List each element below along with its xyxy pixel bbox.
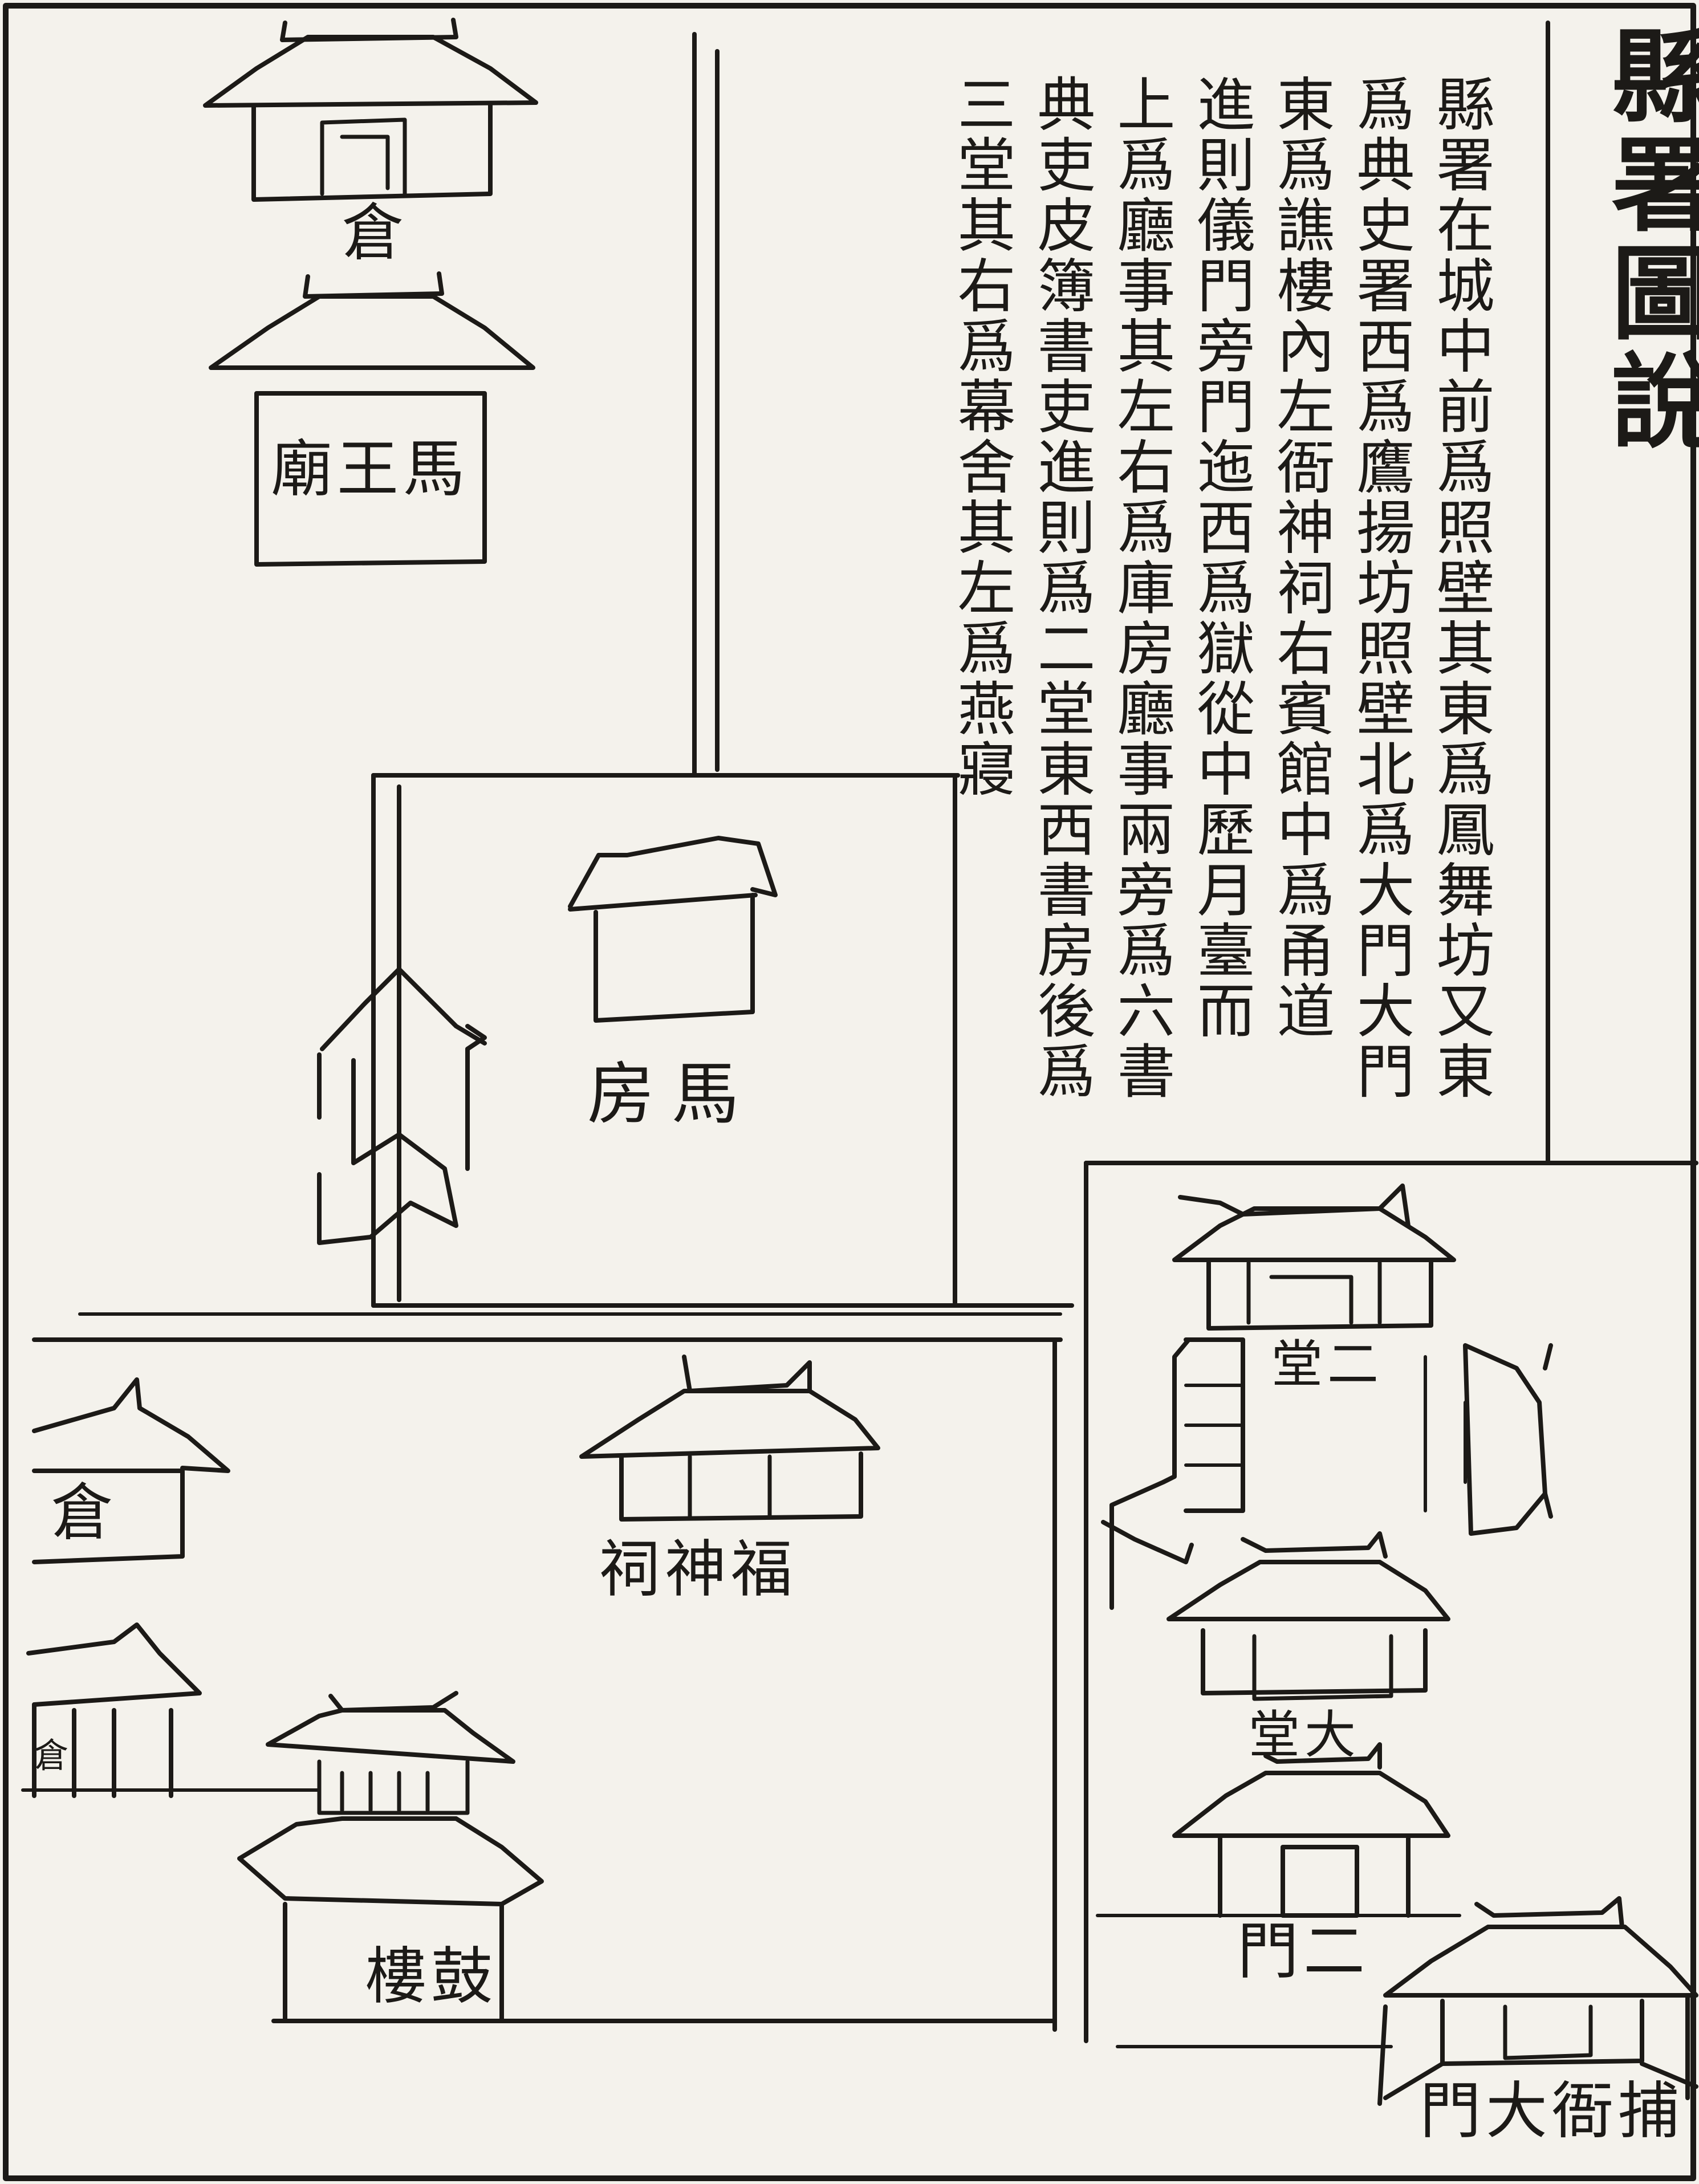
description-column: 典吏皮簿書吏進則爲二堂東西書房後爲 [1027, 74, 1095, 1101]
granary-small-building [26, 1622, 202, 1798]
second-hall-label: 二堂 [1271, 1335, 1383, 1394]
stable-compound-wall [371, 773, 1074, 1308]
horse-king-temple-label: 馬王廟 [271, 434, 470, 505]
granary-left-label: 倉 [51, 1477, 118, 1548]
description-column: 上爲廳事其左右爲庫房廳事兩旁爲六書 [1107, 74, 1175, 1101]
second-gate-label: 二門 [1237, 1916, 1370, 1987]
west-wing-building [1101, 1337, 1245, 1610]
drum-tower-label: 鼓樓 [365, 1941, 498, 2012]
page-frame [3, 3, 1696, 2181]
constabulary-gate-building [1377, 1896, 1698, 2106]
middle-walls [32, 1312, 1063, 1342]
shrine-compound-wall [21, 1161, 1088, 2043]
granary-top-building [203, 18, 538, 202]
horse-king-temple-building [209, 271, 535, 567]
granary-left-building [32, 1377, 230, 1564]
second-gate-building [1172, 1742, 1450, 1918]
description-column: 東爲譙樓內左衙神祠右賓館中爲甬道 [1267, 74, 1335, 1041]
granary-top-label: 倉 [342, 197, 409, 269]
great-hall-building [1166, 1531, 1450, 1701]
north-road [692, 32, 720, 778]
map-title: 縣署圖說 [1594, 23, 1699, 456]
screen-wall [317, 967, 487, 1245]
great-hall-label: 大堂 [1249, 1705, 1360, 1765]
description-column: 三堂其右爲幕舍其左爲燕寢 [948, 74, 1015, 799]
description-column: 進則儀門旁門迤西爲獄從中歷月臺而 [1187, 74, 1255, 1041]
main-yamen-wall [1084, 1161, 1698, 2048]
fortune-god-shrine-building [579, 1355, 880, 1522]
description-column: 縣署在城中前爲照壁其東爲鳳舞坊又東 [1426, 74, 1494, 1101]
granary-small-label: 倉 [34, 1736, 73, 1776]
constabulary-gate-label: 捕衙大門 [1420, 2076, 1685, 2147]
fortune-god-shrine-label: 福神祠 [599, 1534, 798, 1605]
stable-building [568, 836, 778, 1023]
stable-label: 馬房 [587, 1055, 757, 1133]
description-column: 爲典史署西爲鷹揚坊照壁北爲大門大門 [1347, 74, 1415, 1101]
second-hall-building [1172, 1183, 1456, 1331]
drum-tower-building [237, 1691, 544, 2023]
east-wing-building [1424, 1343, 1553, 1536]
